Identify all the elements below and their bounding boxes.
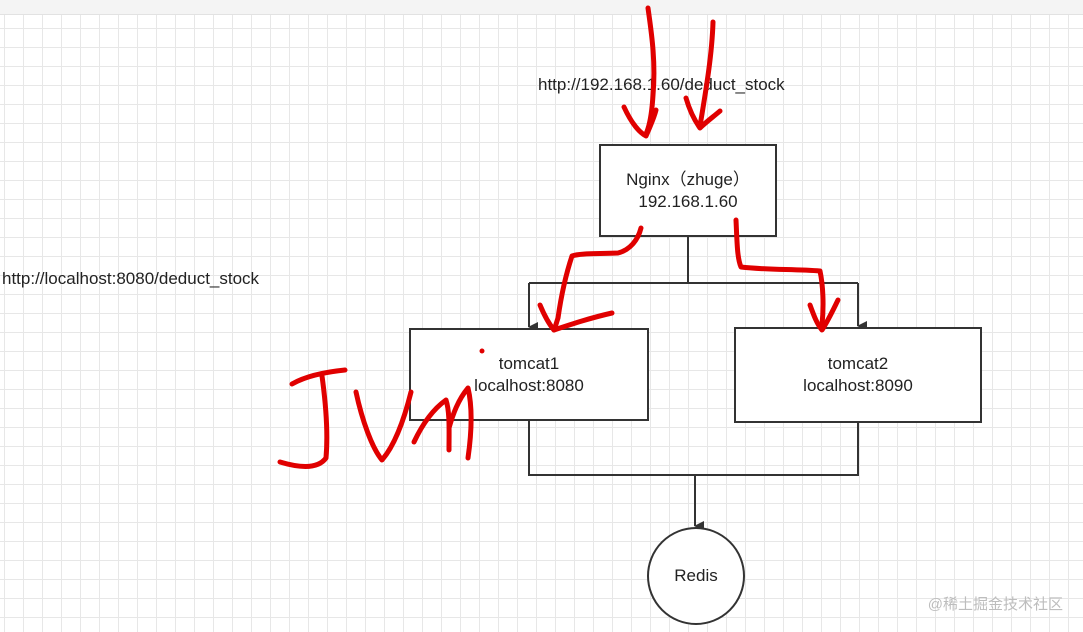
tomcat2-node-title: tomcat2: [827, 354, 889, 373]
tomcat2-node-address: localhost:8090: [803, 376, 913, 395]
tomcat1-node-title: tomcat1: [498, 353, 560, 373]
watermark: @稀土掘金技术社区: [927, 596, 1063, 613]
tomcat1-node-address: localhost:8080: [474, 375, 584, 395]
localhost-url-label: http://localhost:8080/deduct_stock: [2, 269, 260, 288]
tomcat2-node[interactable]: tomcat2 localhost:8090: [734, 327, 982, 423]
edge-tomcat2-down: [695, 423, 859, 476]
redis-node-label: Redis: [674, 566, 718, 585]
nginx-url-label: http://192.168.1.60/deduct_stock: [538, 75, 785, 94]
redis-node[interactable]: Redis: [647, 527, 745, 625]
tomcat1-node[interactable]: tomcat1 localhost:8080: [409, 328, 649, 421]
edge-tomcat1-down: [528, 421, 695, 476]
nginx-node-ip: 192.168.1.60: [638, 191, 738, 211]
nginx-node[interactable]: Nginx（zhuge） 192.168.1.60: [599, 144, 777, 237]
nginx-node-title: Nginx（zhuge）: [626, 169, 750, 189]
top-bar: [0, 0, 1083, 15]
